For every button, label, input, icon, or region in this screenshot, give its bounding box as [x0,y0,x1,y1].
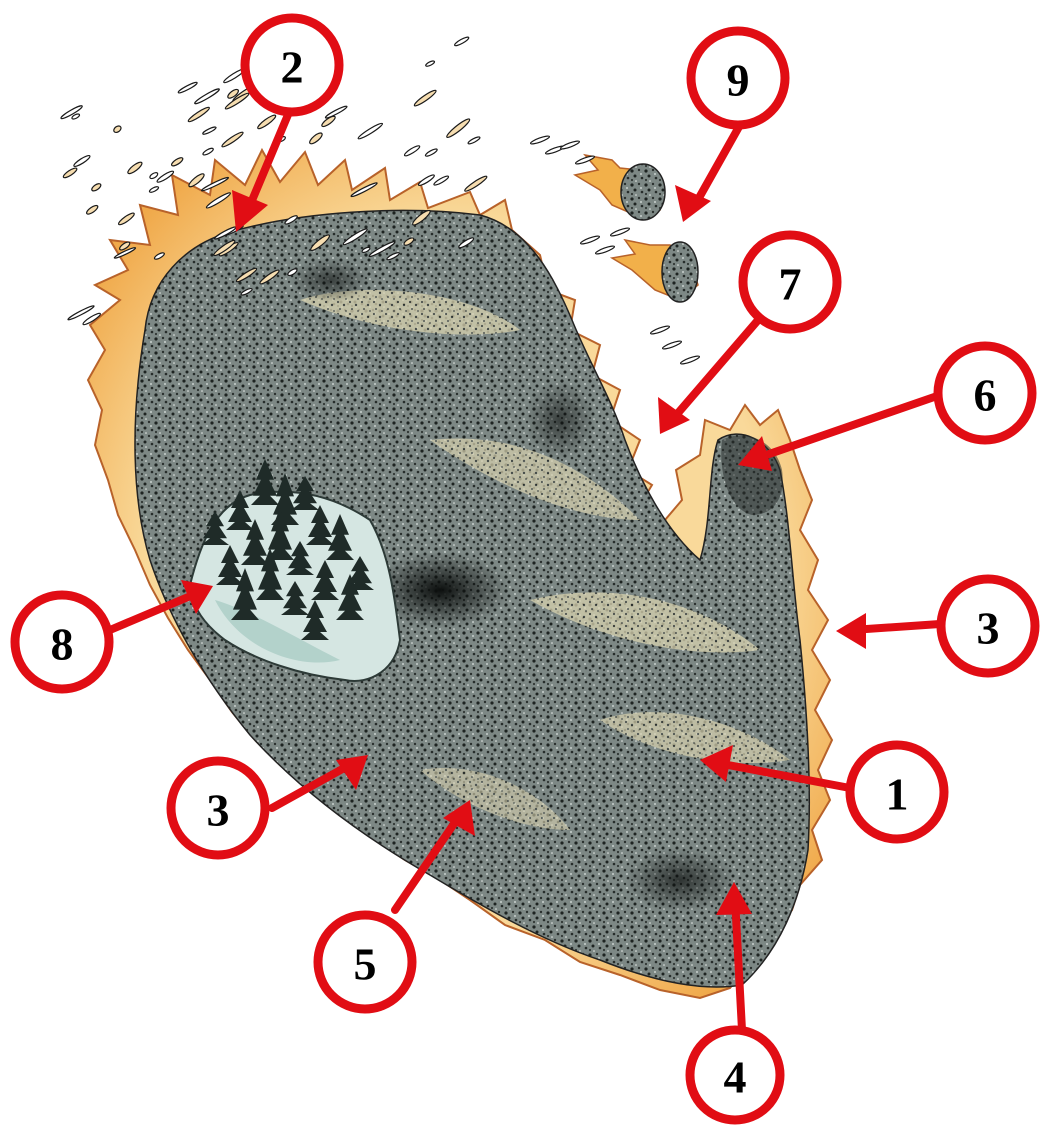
ember-streak [680,355,700,366]
ember-streak [113,125,123,134]
ember-streak [595,245,615,256]
callout-9: 9 [691,31,785,125]
ember-streak [445,117,471,139]
ember-streak [650,325,670,336]
arrowhead-3a [836,613,866,649]
ember-streak [170,156,184,167]
callout-1: 1 [850,745,944,839]
ember-streak [126,160,143,175]
callout-label: 4 [724,1052,747,1103]
ember-streak [425,60,435,67]
spot-fires [575,155,698,302]
ember-streak [85,204,99,216]
ember-streak [425,148,438,158]
ember-streak [117,211,135,226]
callout-7: 7 [743,235,837,329]
ember-streak [413,89,437,108]
callout-label: 2 [281,42,304,93]
arrow-7 [672,312,765,420]
spot-fire-burned [662,242,698,302]
dark-burn-spot [290,258,370,302]
ember-streak [73,154,91,168]
ember-streak [149,186,160,194]
callout-8: 8 [15,595,109,689]
callout-label: 8 [51,619,74,670]
ember-streak [357,122,383,141]
callout-label: 6 [974,370,997,421]
ember-streak [464,175,489,193]
ember-streak [433,175,449,187]
spot-fire-burned [621,164,665,220]
callout-2: 2 [245,18,339,112]
ember-streak [187,172,205,189]
ember-streak [187,106,211,124]
ember-streak [177,81,198,94]
callout-6: 6 [938,346,1032,440]
callout-label: 3 [977,603,1000,654]
ember-streak [580,235,600,246]
ember-streak [325,105,348,120]
ember-streak [202,147,214,156]
ember-streak [454,36,470,47]
callout-label: 7 [779,259,802,310]
callout-label: 3 [207,785,230,836]
callout-5: 5 [318,915,412,1009]
ember-streak [149,171,159,179]
ember-streak [62,167,78,180]
callout-label: 9 [727,55,750,106]
callout-3a: 3 [941,579,1035,673]
ember-streak [560,140,580,151]
ember-streak [417,173,435,186]
ember-streak [308,131,324,145]
callout-4: 4 [690,1030,780,1120]
callout-label: 1 [886,769,909,820]
ember-streak [610,227,630,238]
ember-streak [91,182,102,192]
arrow-9 [695,125,740,205]
dark-burn-spot [525,380,595,460]
ember-streak [256,113,277,130]
callout-3b: 3 [171,761,265,855]
ember-streak [202,126,217,135]
dark-burn-spot [625,848,735,912]
ember-streak [467,136,480,145]
ember-streak [530,135,550,146]
ember-streak [221,130,245,148]
callout-label: 5 [354,939,377,990]
ember-streak [662,340,682,351]
ember-streak [194,87,221,105]
ember-streak [403,144,420,157]
